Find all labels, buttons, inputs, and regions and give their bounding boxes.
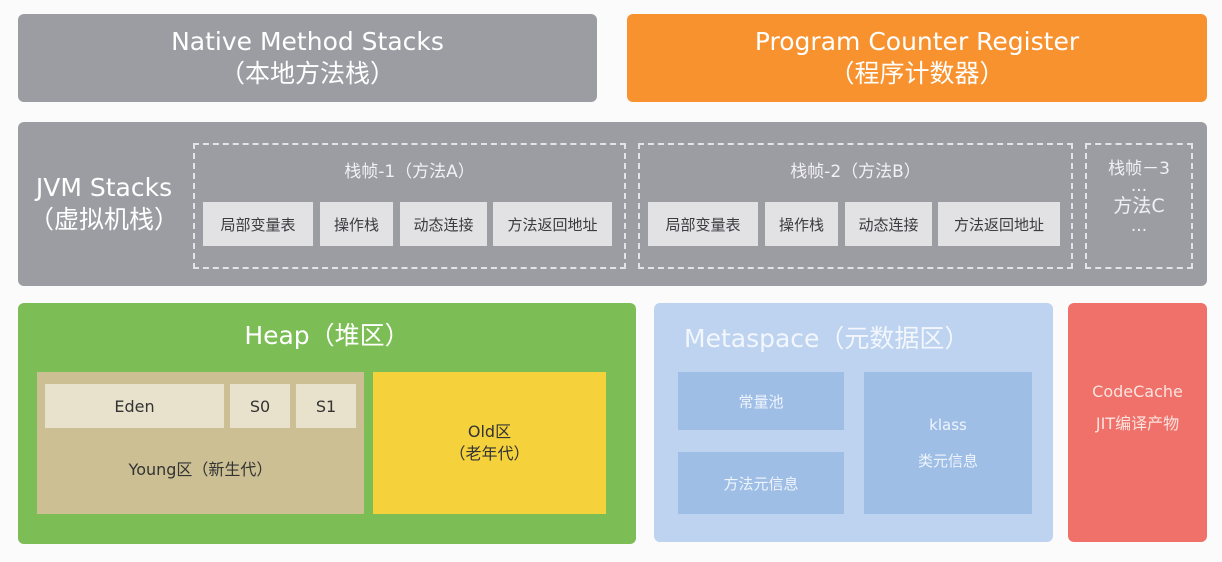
pcr-title: Program Counter Register — [754, 27, 1080, 56]
klass-sublabel: 类元信息 — [917, 452, 978, 470]
frame-method: 方法C — [1113, 195, 1165, 217]
native-subtitle: （本地方法栈） — [219, 59, 395, 88]
dynamic-linking: 动态连接 — [400, 202, 487, 246]
old-generation: Old区 （老年代） — [373, 372, 606, 514]
frame-title: 栈帧-2（方法B） — [790, 162, 921, 182]
frame-title: 栈帧-1（方法A） — [344, 162, 475, 182]
native-method-stacks: Native Method Stacks （本地方法栈） — [18, 14, 597, 102]
ellipsis: ... — [1130, 216, 1148, 236]
klass-label: klass — [929, 416, 967, 434]
native-title: Native Method Stacks — [171, 27, 444, 56]
old-label: Old区 — [467, 422, 512, 441]
stack-frame-2: 栈帧-2（方法B） 局部变量表 操作栈 动态连接 方法返回地址 — [638, 143, 1073, 269]
dynamic-linking: 动态连接 — [845, 202, 932, 246]
klass: klass 类元信息 — [864, 372, 1032, 514]
constant-pool: 常量池 — [678, 372, 844, 430]
operand-stack: 操作栈 — [765, 202, 838, 246]
code-cache: CodeCache JIT编译产物 — [1068, 303, 1207, 542]
operand-stack: 操作栈 — [320, 202, 393, 246]
codecache-title: CodeCache — [1092, 381, 1183, 401]
metaspace: Metaspace（元数据区） 常量池 方法元信息 klass 类元信息 — [654, 303, 1053, 542]
old-sublabel: （老年代） — [449, 444, 530, 463]
jvm-subtitle: （虚拟机栈） — [28, 205, 179, 234]
metaspace-title: Metaspace（元数据区） — [684, 324, 970, 353]
heap: Heap（堆区） Eden S0 S1 Young区（新生代） Old区 （老年… — [18, 303, 636, 544]
s0: S0 — [230, 384, 290, 428]
return-address: 方法返回地址 — [493, 202, 612, 246]
s1: S1 — [296, 384, 356, 428]
program-counter-register: Program Counter Register （程序计数器） — [627, 14, 1207, 102]
eden: Eden — [45, 384, 224, 428]
young-label: Young区（新生代） — [128, 460, 273, 479]
return-address: 方法返回地址 — [938, 202, 1060, 246]
method-metadata: 方法元信息 — [678, 452, 844, 514]
jvm-stacks: JVM Stacks （虚拟机栈） 栈帧-1（方法A） 局部变量表 操作栈 动态… — [18, 122, 1207, 286]
jvm-title: JVM Stacks — [35, 173, 173, 202]
codecache-subtitle: JIT编译产物 — [1095, 413, 1180, 433]
local-variables: 局部变量表 — [203, 202, 313, 246]
frame-title: 栈帧－3 — [1108, 159, 1170, 179]
pcr-subtitle: （程序计数器） — [829, 59, 1005, 88]
ellipsis: ... — [1130, 176, 1148, 196]
stack-frame-3: 栈帧－3 ... 方法C ... — [1085, 143, 1193, 269]
heap-title: Heap（堆区） — [244, 321, 410, 350]
young-generation: Eden S0 S1 Young区（新生代） — [37, 372, 364, 514]
stack-frame-1: 栈帧-1（方法A） 局部变量表 操作栈 动态连接 方法返回地址 — [193, 143, 626, 269]
local-variables: 局部变量表 — [648, 202, 758, 246]
